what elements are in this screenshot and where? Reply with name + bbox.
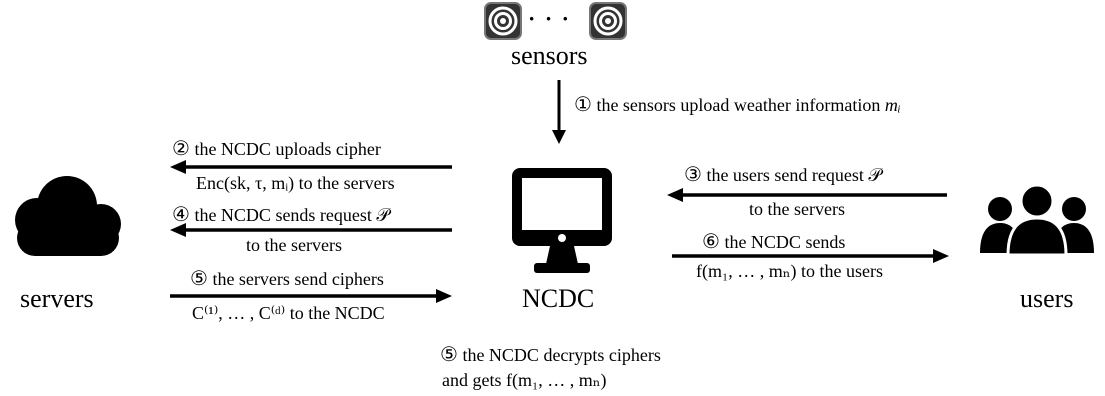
step1-math: mᵢ	[884, 95, 901, 115]
step6-number: ⑥	[702, 231, 720, 253]
step4-line2: to the servers	[246, 235, 342, 255]
sensor-ellipsis: · · ·	[528, 6, 572, 31]
step5b-text: the NCDC decrypts ciphers	[462, 345, 661, 365]
arrow-step1-down	[552, 80, 566, 144]
servers-label: servers	[20, 284, 94, 313]
step1-label: ① the sensors upload weather information…	[574, 94, 901, 116]
step1-number: ①	[574, 94, 592, 116]
step4-text: the NCDC sends request 𝒫	[194, 205, 390, 225]
step2-line1: ② the NCDC uploads cipher	[172, 138, 381, 160]
step5a-line1: ⑤ the servers send ciphers	[190, 268, 384, 290]
step3-text: the users send request 𝒫	[706, 165, 882, 185]
step3-line2: to the servers	[749, 199, 845, 219]
step2-line2: Enc(sk, τ, mᵢ) to the servers	[196, 173, 395, 193]
step4-line1: ④ the NCDC sends request 𝒫	[172, 204, 389, 226]
sensors-label: sensors	[511, 41, 588, 70]
step1-text: the sensors upload weather information	[596, 95, 881, 115]
step6-text: the NCDC sends	[724, 232, 846, 252]
arrow-step6-right	[672, 249, 949, 263]
monitor-icon	[512, 168, 612, 273]
sensor-icon-left	[484, 2, 522, 40]
sensor-icon-right	[589, 2, 627, 40]
step6-line2: f(m₁, … , mₙ) to the users	[696, 261, 884, 281]
users-label: users	[1020, 284, 1074, 313]
arrow-step3-left	[667, 188, 947, 202]
arrow-step4-left	[170, 223, 452, 237]
step3-line1: ③ the users send request 𝒫	[684, 164, 881, 186]
step5b-number: ⑤	[440, 344, 458, 366]
step2-number: ②	[172, 138, 190, 160]
users-icon	[980, 183, 1094, 257]
step5b-line2: and gets f(m₁, … , mₙ)	[442, 370, 607, 390]
step2-text: the NCDC uploads cipher	[194, 139, 381, 159]
step5a-number: ⑤	[190, 268, 208, 290]
ncdc-label: NCDC	[522, 284, 595, 313]
sensor-icon-right-graphic	[589, 2, 627, 40]
step6-line1: ⑥ the NCDC sends	[702, 231, 845, 253]
step3-number: ③	[684, 164, 702, 186]
arrow-step5a-right	[170, 289, 452, 303]
sensor-icon-left-graphic	[484, 2, 522, 40]
step5b-line1: ⑤ the NCDC decrypts ciphers	[440, 344, 661, 366]
arrow-step2-left	[170, 160, 452, 174]
cloud-icon	[15, 176, 121, 256]
step4-number: ④	[172, 204, 190, 226]
step5a-line2: C⁽¹⁾, … , C⁽ᵈ⁾ to the NCDC	[192, 303, 385, 323]
step5a-text: the servers send ciphers	[212, 269, 384, 289]
